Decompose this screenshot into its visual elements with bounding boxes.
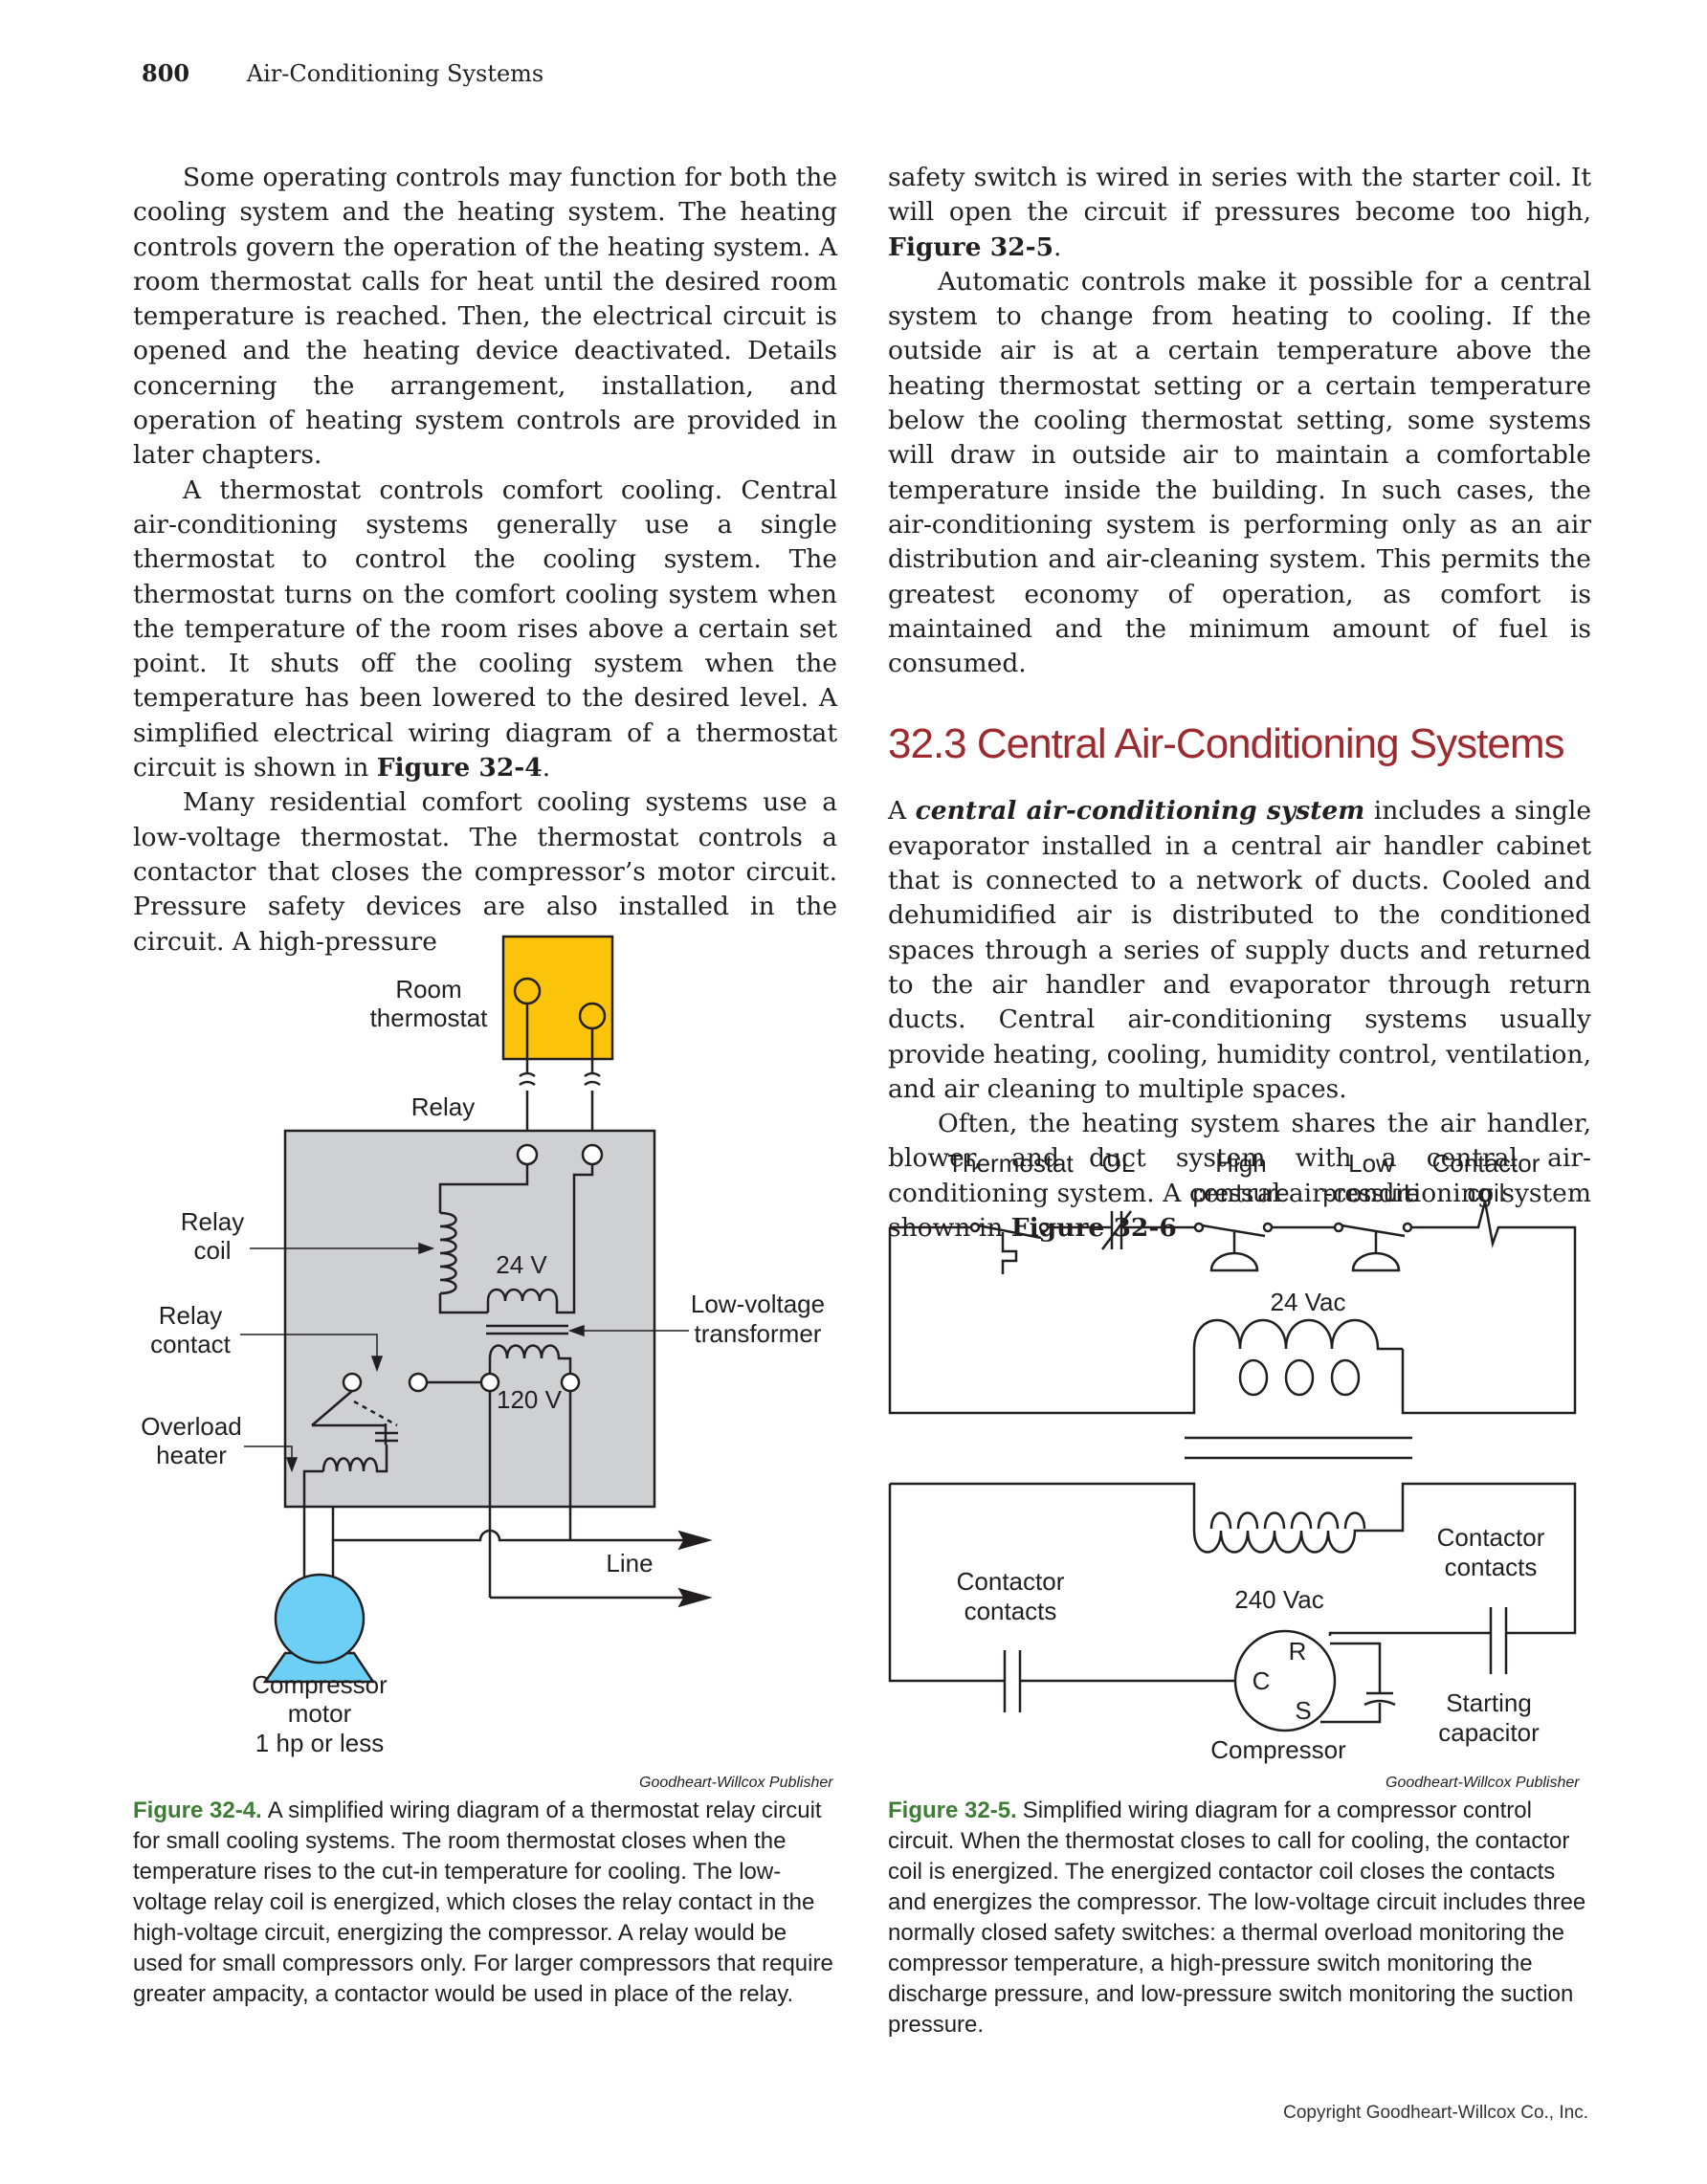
copyright-notice: Copyright Goodheart-Willcox Co., Inc. xyxy=(1283,2103,1588,2123)
figure-caption: Figure 32-5.Simplified wiring diagram fo… xyxy=(888,1798,1586,2038)
label-overload-heater: Overload xyxy=(141,1412,242,1441)
paragraph: Some operating controls may function for… xyxy=(133,163,837,471)
label-contactor-contacts-right: Contactor xyxy=(1437,1523,1545,1552)
figure-32-4-diagram: Room thermostat Relay Relay coil Relay c… xyxy=(141,935,825,1757)
svg-text:pressure: pressure xyxy=(1322,1179,1419,1207)
overload-heater xyxy=(321,1445,388,1473)
label-low-voltage-transformer: Low-voltage xyxy=(691,1290,825,1318)
label-line: Line xyxy=(606,1549,653,1577)
compressor-symbol xyxy=(1233,1629,1337,1732)
svg-text:coil: coil xyxy=(1467,1179,1504,1207)
label-thermostat: Thermostat xyxy=(947,1149,1074,1178)
figure-reference: Figure 32-4 xyxy=(376,753,543,783)
svg-text:contacts: contacts xyxy=(964,1597,1057,1625)
label-contactor-coil: Contactor xyxy=(1432,1149,1541,1178)
paragraph: A thermostat controls comfort cooling. C… xyxy=(133,474,837,783)
figure-label: Figure 32-5. xyxy=(888,1798,1017,1823)
svg-text:heater: heater xyxy=(156,1441,227,1469)
label-compressor-motor: Compressor xyxy=(252,1670,388,1699)
paragraph: safety switch is wired in series with th… xyxy=(888,163,1591,262)
section-heading: 32.3 Central Air-Conditioning Systems xyxy=(888,720,1564,768)
label-low-pressure: Low xyxy=(1348,1149,1394,1178)
label-24v: 24 V xyxy=(496,1250,547,1279)
figure-credit: Goodheart-Willcox Publisher xyxy=(639,1775,833,1791)
motor-base xyxy=(262,1651,376,1684)
label-s: S xyxy=(1295,1696,1311,1725)
label-room: Room xyxy=(395,975,461,1004)
paragraph: Many residential comfort cooling systems… xyxy=(133,787,837,957)
label-relay: Relay xyxy=(411,1092,475,1121)
figure-label: Figure 32-4. xyxy=(133,1798,262,1823)
svg-text:motor: motor xyxy=(288,1699,352,1728)
svg-text:1 hp or less: 1 hp or less xyxy=(255,1729,384,1757)
label-starting-capacitor: Starting xyxy=(1446,1688,1532,1717)
svg-text:coil: coil xyxy=(193,1236,231,1265)
figure-credit: Goodheart-Willcox Publisher xyxy=(1386,1775,1580,1791)
page-number: 800 xyxy=(142,59,190,87)
label-high-pressure: High xyxy=(1215,1149,1266,1178)
paragraph: Automatic controls make it possible for … xyxy=(888,266,1591,679)
relay-coil xyxy=(439,1211,457,1295)
svg-text:contacts: contacts xyxy=(1445,1553,1538,1581)
label-contactor-contacts-left: Contactor xyxy=(957,1567,1065,1596)
paragraph: A central air-conditioning system includ… xyxy=(888,796,1592,1104)
compressor-motor xyxy=(274,1573,366,1665)
left-column: Some operating controls may function for… xyxy=(133,161,837,960)
relay-box xyxy=(283,1129,656,1509)
svg-text:pressure: pressure xyxy=(1192,1179,1289,1207)
label-thermostat: thermostat xyxy=(370,1004,489,1032)
label-ol: OL xyxy=(1102,1149,1136,1178)
right-column: safety switch is wired in series with th… xyxy=(888,161,1591,1246)
label-24vac: 24 Vac xyxy=(1270,1288,1345,1316)
paragraph: Often, the heating system shares the air… xyxy=(888,1109,1591,1244)
key-term: central air-conditioning system xyxy=(915,796,1365,827)
figure-reference: Figure 32-5 xyxy=(888,232,1054,262)
svg-text:transformer: transformer xyxy=(695,1319,822,1348)
label-240vac: 240 Vac xyxy=(1234,1585,1323,1614)
figure-caption: Figure 32-4.A simplified wiring diagram … xyxy=(133,1798,833,2007)
label-relay-contact: Relay xyxy=(159,1301,222,1330)
svg-text:capacitor: capacitor xyxy=(1438,1718,1540,1747)
chapter-title: Air-Conditioning Systems xyxy=(246,60,544,87)
label-c: C xyxy=(1253,1666,1271,1695)
label-relay-coil: Relay xyxy=(181,1207,244,1236)
label-compressor: Compressor xyxy=(1210,1735,1346,1764)
svg-text:contact: contact xyxy=(150,1330,232,1358)
running-head: 800 Air-Conditioning Systems xyxy=(142,59,543,87)
label-r: R xyxy=(1289,1637,1307,1666)
label-120v: 120 V xyxy=(497,1385,563,1414)
figure-32-5-diagram: Thermostat OL High pressure Low pressure… xyxy=(888,1149,1577,1764)
